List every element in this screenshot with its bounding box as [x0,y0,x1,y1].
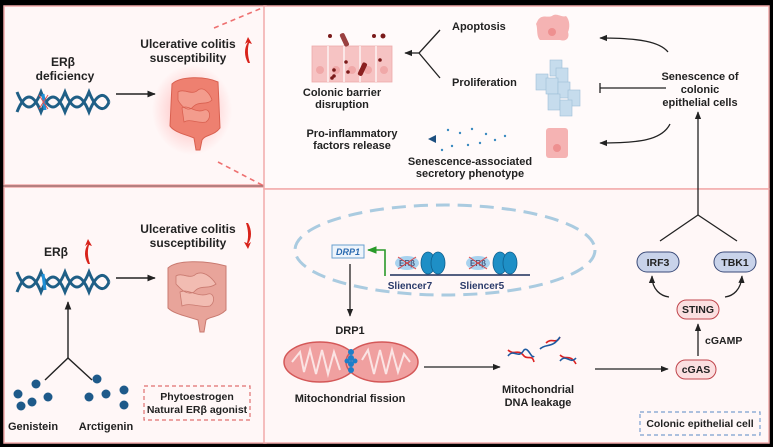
senescence-line2: colonic [681,84,720,96]
cell-label-box [639,411,761,436]
panel-top-right [263,5,770,190]
cgamp-label: cGAMP [705,335,742,347]
cell-label: Colonic epithelial cell [646,418,753,430]
erb-blocked-a: ERβ [395,256,419,270]
agonist-note-line2: Natural ERβ agonist [147,404,248,416]
proinflam-line2: factors release [313,140,391,152]
agonist-note-box [143,385,251,421]
arrow-to-sasp-cell [599,123,671,147]
proliferation-label: Proliferation [452,77,517,89]
gene-trend-up-icon [85,239,92,264]
arctigenin-molecule-icon [84,374,129,410]
sasp-secretion-icon [428,127,514,152]
irf3-node [636,251,680,273]
drp1-protein-label: DRP1 [335,325,364,337]
leakage-line2: DNA leakage [505,397,572,409]
irf3-label: IRF3 [647,257,670,269]
nucleus-outline [293,203,597,297]
bl-gene-label: ERβ [44,245,68,259]
trend-up-icon [245,37,252,63]
sting-label: STING [682,304,714,316]
drp1-gene-box [331,244,365,259]
normal-colon-icon [167,261,227,333]
genistein-molecule-icon [13,379,53,411]
tl-gene-sublabel: deficiency [36,69,95,83]
bl-outcome-line1: Ulcerative colitis [140,222,236,236]
apoptotic-cell-icon [536,14,570,41]
cgas-node [675,359,717,380]
tbk1-node [713,251,757,273]
senescent-cell-icon [546,128,568,158]
tl-outcome-line2: susceptibility [150,51,227,65]
arrow-to-apoptosis [599,34,669,53]
tl-gene-label: ERβ [51,55,75,69]
agonist-note-line1: Phytoestrogen [160,391,234,403]
sasp-line2: secretory phenotype [416,168,524,180]
mito-fission-label: Mitochondrial fission [295,393,406,405]
compound-arctigenin: Arctigenin [79,421,134,433]
trend-down-icon [244,223,251,249]
apoptosis-label: Apoptosis [452,21,506,33]
green-activation-arrow [367,246,386,276]
senescence-line3: epithelial cells [662,97,737,109]
inflamed-colon-icon [152,65,232,155]
bl-branch [44,357,93,381]
erb-blocked-b: ERβ [466,256,490,270]
nucleosome-icon-a [420,251,446,275]
arrow-sting-irf3 [648,275,670,298]
nucleosome-icon-b [492,251,518,275]
compound-genistein: Genistein [8,421,58,433]
sasp-line1: Senescence-associated [408,156,532,168]
leakage-line1: Mitochondrial [502,384,574,396]
cgas-label: cGAS [682,364,711,376]
drp1-gene-label: DRP1 [336,247,360,257]
arrow-sting-tbk1 [724,275,745,298]
sting-node [676,299,720,320]
dna-icon [15,87,111,117]
mtdna-fragments-icon [507,336,577,365]
colonic-barrier-icon [311,33,393,83]
tl-outcome-line1: Ulcerative colitis [140,37,236,51]
silencer7-label: Sliencer7 [388,281,433,292]
mitochondrion-fission-icon [283,341,419,383]
dna-icon-upregulated [15,267,111,297]
senescence-line1: Senescence of [661,71,738,83]
bl-outcome-line2: susceptibility [150,236,227,250]
tbk1-label: TBK1 [721,257,749,269]
proliferating-cells-icon [535,59,581,117]
barrier-line2: disruption [315,99,369,111]
apoptotic-cell-nucleus [548,28,556,36]
barrier-line1: Colonic barrier [303,87,382,99]
proinflam-line1: Pro-inflammatory [306,128,398,140]
silencer5-label: Sliencer5 [460,281,505,292]
